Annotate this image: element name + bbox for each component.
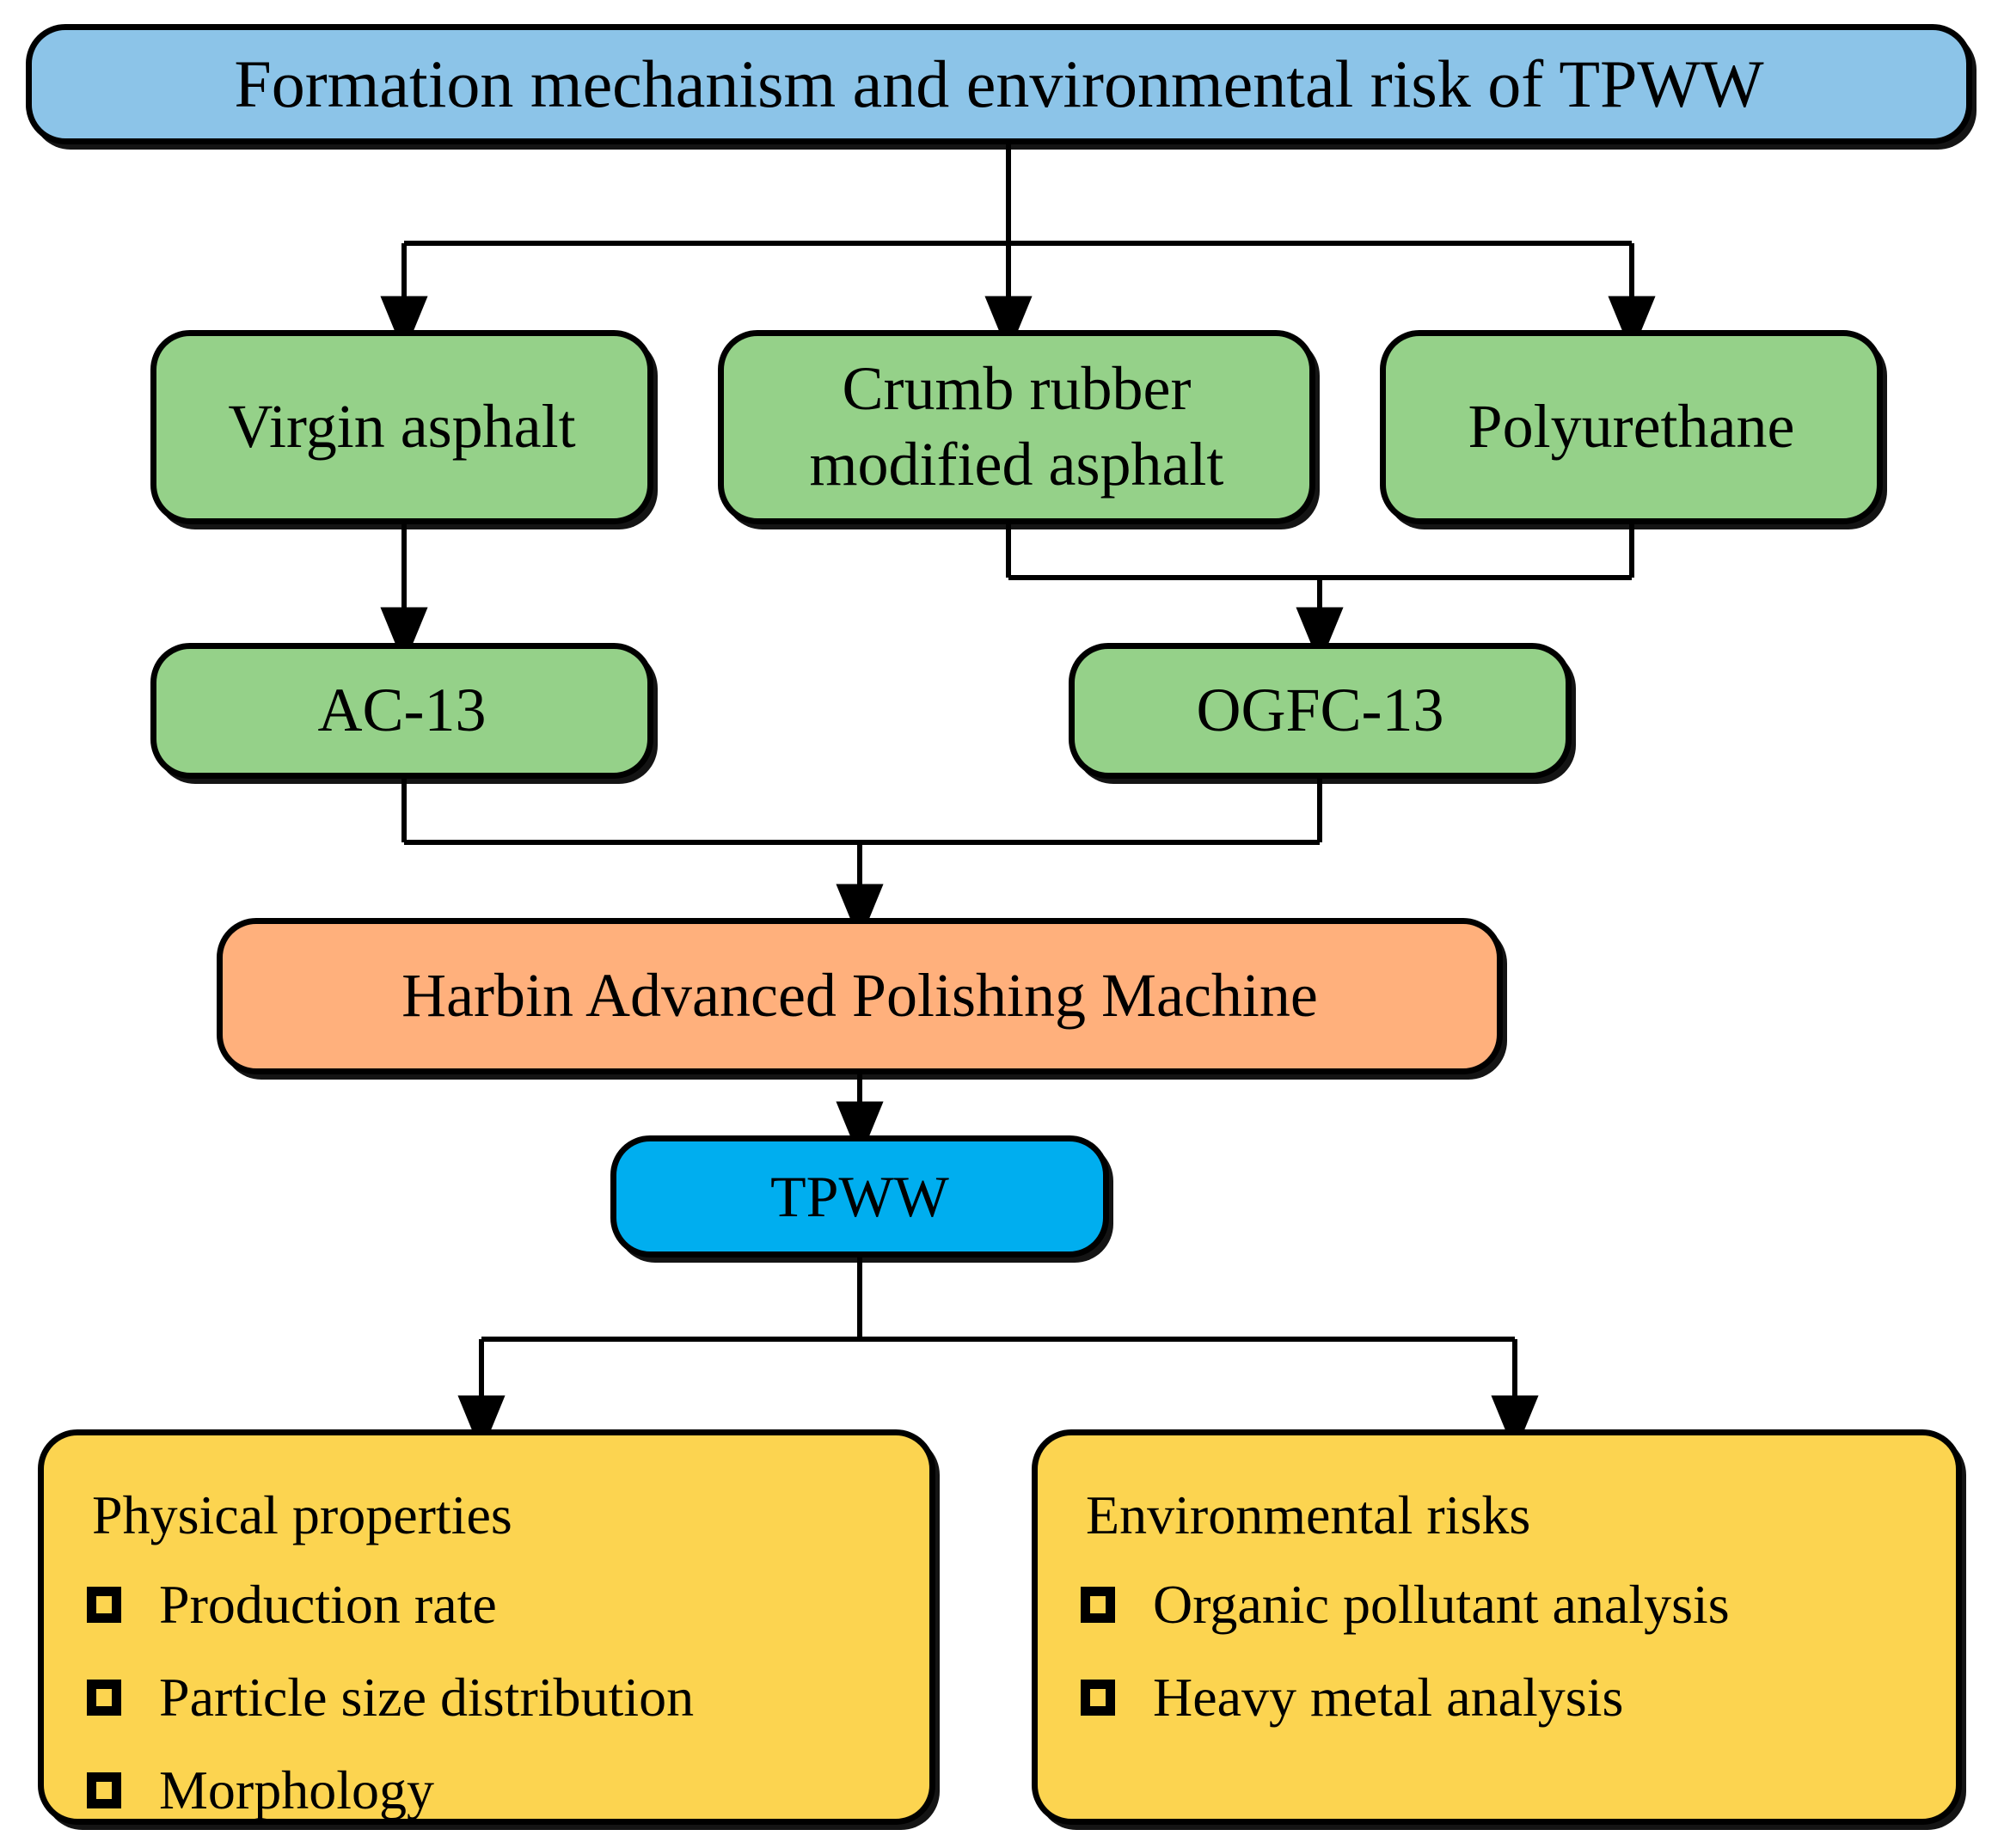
list-item-label: Morphology [159, 1759, 434, 1821]
list-item: Organic pollutant analysis [1076, 1571, 1921, 1638]
node-tpww-label: TPWW [770, 1163, 949, 1229]
node-crumb-rubber-modified-asphalt: Crumb rubber modified asphalt [718, 330, 1315, 524]
node-title: Formation mechanism and environmental ri… [26, 24, 1972, 144]
node-ogfc-13-label: OGFC-13 [1196, 676, 1444, 745]
node-virgin-asphalt: Virgin asphalt [150, 330, 653, 524]
node-crumb-rubber-modified-asphalt-label: Crumb rubber modified asphalt [810, 352, 1224, 503]
physical-properties-list: Production rate Particle size distributi… [82, 1571, 895, 1824]
list-item-label: Particle size distribution [159, 1667, 695, 1729]
node-ogfc-13: OGFC-13 [1069, 643, 1572, 779]
physical-properties-heading: Physical properties [92, 1484, 512, 1545]
node-polyurethane-label: Polyurethane [1468, 392, 1795, 462]
checkbox-icon [87, 1587, 121, 1624]
checkbox-icon [87, 1772, 121, 1809]
node-harbin-advanced-polishing-machine-label: Harbin Advanced Polishing Machine [401, 961, 1318, 1031]
node-polyurethane: Polyurethane [1380, 330, 1883, 524]
node-environmental-risks: Environmental risks Organic pollutant an… [1032, 1429, 1962, 1825]
list-item-label: Heavy metal analysis [1153, 1667, 1624, 1729]
list-item-label: Organic pollutant analysis [1153, 1574, 1730, 1636]
checkbox-icon [87, 1680, 121, 1716]
node-virgin-asphalt-label: Virgin asphalt [228, 392, 576, 462]
node-physical-properties: Physical properties Production rate Part… [38, 1429, 935, 1825]
node-ac-13-label: AC-13 [317, 676, 487, 745]
node-tpww: TPWW [610, 1135, 1109, 1257]
list-item: Morphology [82, 1757, 895, 1824]
environmental-risks-heading: Environmental risks [1086, 1484, 1531, 1545]
crumb-rubber-line-2: modified asphalt [809, 430, 1224, 499]
crumb-rubber-line-1: Crumb rubber [842, 354, 1192, 424]
node-ac-13: AC-13 [150, 643, 653, 779]
list-item: Production rate [82, 1571, 895, 1638]
checkbox-icon [1081, 1587, 1115, 1624]
list-item: Heavy metal analysis [1076, 1664, 1921, 1731]
checkbox-icon [1081, 1680, 1115, 1716]
node-harbin-advanced-polishing-machine: Harbin Advanced Polishing Machine [217, 918, 1503, 1074]
list-item: Particle size distribution [82, 1664, 895, 1731]
node-title-label: Formation mechanism and environmental ri… [234, 46, 1764, 122]
environmental-risks-list: Organic pollutant analysis Heavy metal a… [1076, 1571, 1921, 1731]
list-item-label: Production rate [159, 1574, 497, 1636]
